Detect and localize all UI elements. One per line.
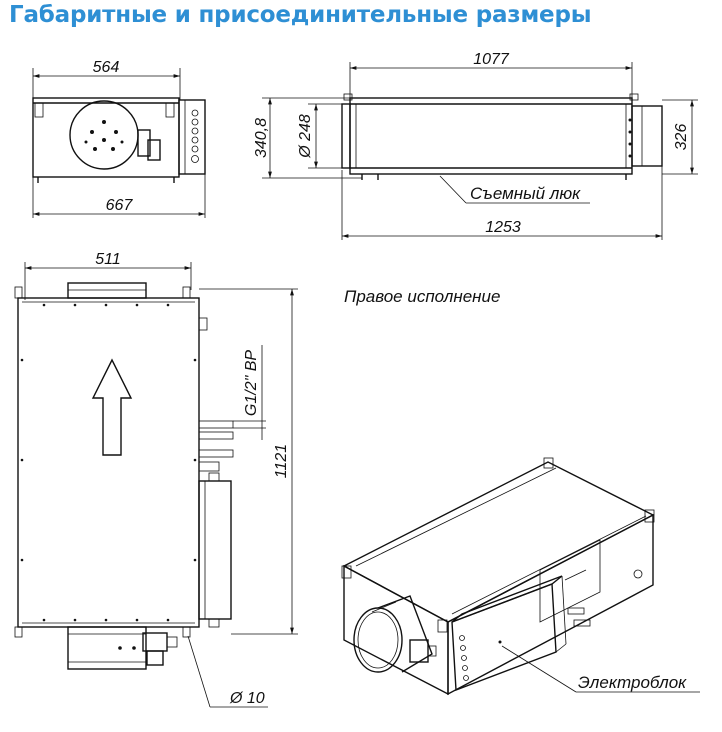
isometric-view: Электроблок: [341, 457, 700, 696]
dim-hole-diameter: Ø 10: [229, 690, 265, 707]
dim-side-height-outer: 340,8: [253, 118, 270, 158]
airflow-arrow-icon: [91, 358, 133, 456]
dim-side-total-length: 1253: [485, 219, 521, 236]
dim-side-duct-diameter: Ø 248: [297, 114, 314, 159]
dim-side-height-right: 326: [673, 124, 690, 151]
dim-side-length: 1077: [473, 51, 510, 68]
label-electric-box: Электроблок: [578, 673, 687, 692]
dim-top-length: 1121: [273, 444, 290, 478]
top-view: 511: [14, 251, 298, 708]
dim-front-total-width: 667: [106, 197, 134, 214]
page-title: Габаритные и присоединительные размеры: [9, 2, 592, 28]
side-view: 1077 340,8 Ø 248 32: [253, 51, 698, 240]
dim-top-width: 511: [95, 251, 121, 268]
label-removable-hatch: Съемный люк: [470, 184, 581, 203]
dim-front-width: 564: [93, 59, 120, 76]
dim-thread: G1/2" ВР: [243, 350, 260, 416]
front-view: 564 667: [32, 59, 206, 218]
label-right-version: Правое исполнение: [344, 287, 500, 306]
